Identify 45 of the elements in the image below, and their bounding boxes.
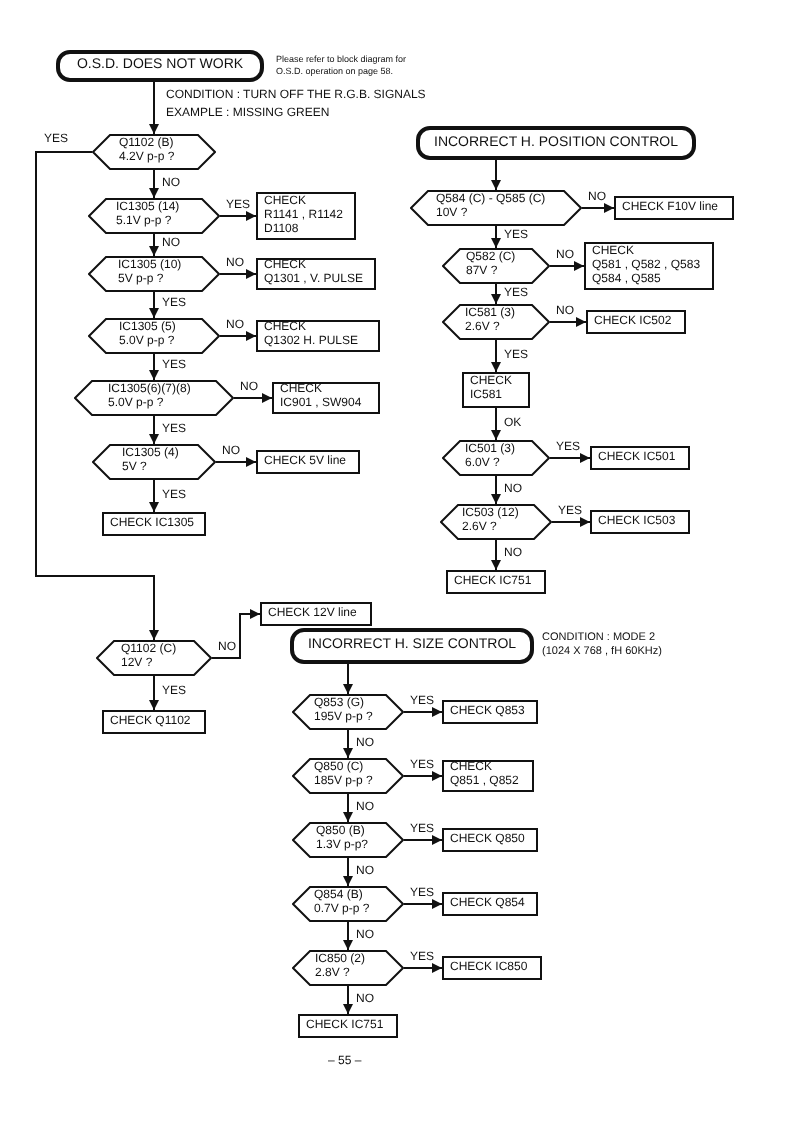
arrow [149, 415, 159, 445]
arrow [491, 539, 501, 571]
process-box [462, 372, 530, 408]
process-box [256, 192, 356, 240]
process-box [584, 242, 714, 290]
arrow [581, 203, 615, 213]
arrow [233, 393, 273, 403]
arrow [343, 985, 353, 1015]
arrow [549, 317, 587, 327]
arrow [491, 475, 501, 505]
arrow [491, 159, 501, 191]
arrow [549, 261, 585, 271]
arrow [551, 517, 591, 527]
arrow [219, 211, 257, 221]
arrow [403, 707, 443, 717]
arrow [149, 81, 159, 135]
arrow [343, 793, 353, 823]
process-box [442, 760, 534, 792]
arrow [149, 169, 159, 199]
arrow [403, 899, 443, 909]
process-box [256, 320, 380, 352]
arrow [343, 663, 353, 695]
arrow [219, 269, 257, 279]
arrow [149, 233, 159, 257]
arrow [549, 453, 591, 463]
arrow [149, 353, 159, 381]
arrow [491, 407, 501, 441]
arrow [343, 921, 353, 951]
process-box [272, 382, 380, 414]
arrow [343, 729, 353, 759]
arrow [403, 963, 443, 973]
arrow [35, 151, 159, 641]
arrow [403, 835, 443, 845]
arrow [215, 457, 257, 467]
arrow [149, 675, 159, 711]
arrow [491, 339, 501, 373]
arrow [491, 283, 501, 305]
arrow [149, 479, 159, 513]
process-box [256, 258, 376, 290]
arrow [403, 771, 443, 781]
arrow [219, 331, 257, 341]
arrow [149, 291, 159, 319]
arrow [211, 609, 261, 659]
arrow [491, 225, 501, 249]
arrow [343, 857, 353, 887]
